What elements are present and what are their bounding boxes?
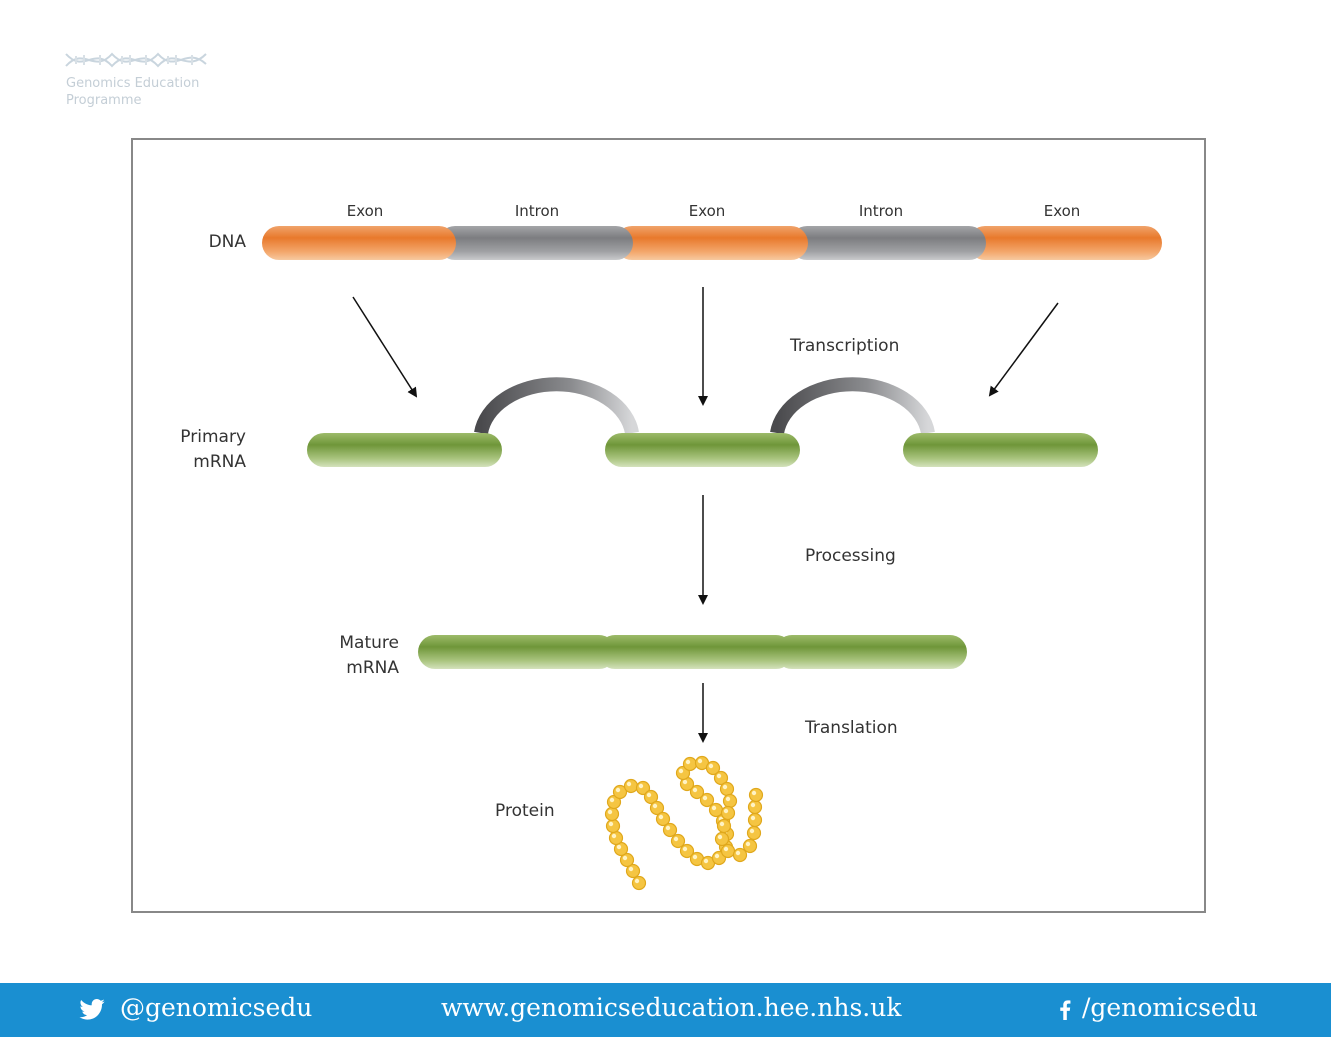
intron-loop-2 xyxy=(770,377,935,435)
protein-bead-highlight xyxy=(682,846,688,852)
twitter-bird-icon[interactable] xyxy=(79,999,105,1020)
protein-bead xyxy=(605,818,621,834)
primary-mrna-label-line1: Primary xyxy=(180,427,246,447)
processing-label: Processing xyxy=(805,546,896,566)
protein-bead xyxy=(747,812,763,828)
protein-bead xyxy=(722,793,738,809)
protein-bead-highlight xyxy=(697,758,703,764)
facebook-handle-link[interactable]: /genomicsedu xyxy=(1082,993,1258,1022)
protein-bead-highlight xyxy=(638,783,644,789)
protein-bead-highlight xyxy=(717,834,723,840)
protein-bead-highlight xyxy=(685,759,691,765)
genomics-logo-icon xyxy=(65,52,207,68)
protein-bead-highlight xyxy=(708,763,714,769)
logo-title: Genomics Education xyxy=(66,76,200,91)
protein-bead-highlight xyxy=(608,821,614,827)
protein-label: Protein xyxy=(495,801,555,821)
gene-expression-diagram xyxy=(131,138,1206,913)
protein-bead-highlight xyxy=(678,768,684,774)
protein-bead-highlight xyxy=(607,809,613,815)
protein-bead-highlight xyxy=(716,773,722,779)
protein-bead-highlight xyxy=(750,815,756,821)
protein-bead xyxy=(662,822,678,838)
transcription-label: Transcription xyxy=(790,336,900,356)
protein-bead xyxy=(720,843,736,859)
footer-bar: @genomicsedu www.genomicseducation.hee.n… xyxy=(0,983,1331,1037)
mature-mrna xyxy=(418,635,967,669)
protein-bead xyxy=(608,830,624,846)
protein-bead-highlight xyxy=(616,844,622,850)
protein-bead-highlight xyxy=(735,850,741,856)
segment-label-intron-2: Intron xyxy=(858,202,904,220)
protein-bead-highlight xyxy=(702,795,708,801)
protein-bead-highlight xyxy=(725,796,731,802)
website-link[interactable]: www.genomicseducation.hee.nhs.uk xyxy=(441,993,902,1022)
arrow-left xyxy=(352,296,418,398)
protein-bead-highlight xyxy=(609,797,615,803)
protein-bead-highlight xyxy=(615,787,621,793)
protein-bead-highlight xyxy=(723,846,729,852)
protein-bead xyxy=(742,838,758,854)
segment-label-exon-1: Exon xyxy=(346,202,384,220)
protein-bead-highlight xyxy=(665,825,671,831)
protein-bead-highlight xyxy=(692,854,698,860)
protein-bead xyxy=(716,818,732,834)
protein-bead-highlight xyxy=(652,803,658,809)
protein-bead-highlight xyxy=(611,833,617,839)
protein-bead-highlight xyxy=(628,866,634,872)
logo-subtitle: Programme xyxy=(66,93,142,108)
dna-label: DNA xyxy=(208,232,246,252)
protein-bead-highlight xyxy=(711,805,717,811)
protein-bead-highlight xyxy=(719,821,725,827)
segment-label-exon-2: Exon xyxy=(688,202,726,220)
protein-bead-highlight xyxy=(634,878,640,884)
protein-bead xyxy=(720,805,736,821)
protein-bead xyxy=(714,831,730,847)
segment-label-exon-3: Exon xyxy=(1043,202,1081,220)
protein-bead-highlight xyxy=(682,779,688,785)
dna-exon-2 xyxy=(615,226,808,260)
diagram-artwork xyxy=(262,226,1162,891)
protein-bead-highlight xyxy=(646,792,652,798)
protein-bead xyxy=(719,781,735,797)
protein-bead-highlight xyxy=(751,790,757,796)
dna-exon-3 xyxy=(968,226,1162,260)
dna-intron-2 xyxy=(790,226,986,260)
protein-bead-highlight xyxy=(658,814,664,820)
protein-bead xyxy=(623,778,639,794)
primary-mrna-exon-3 xyxy=(903,433,1098,467)
twitter-handle-link[interactable]: @genomicsedu xyxy=(120,993,313,1022)
segment-label-intron-1: Intron xyxy=(514,202,560,220)
protein-bead-highlight xyxy=(714,853,720,859)
primary-mrna-exon-1 xyxy=(307,433,502,467)
mature-mrna-label-line2: mRNA xyxy=(346,658,399,678)
protein-chain xyxy=(604,755,764,891)
arrow-right xyxy=(988,302,1059,397)
intron-loop-1 xyxy=(474,377,639,435)
protein-bead-highlight xyxy=(749,828,755,834)
primary-mrna-exon-2 xyxy=(605,433,800,467)
protein-bead-highlight xyxy=(703,858,709,864)
primary-mrna-label-line2: mRNA xyxy=(193,452,246,472)
protein-bead-highlight xyxy=(750,802,756,808)
protein-bead xyxy=(631,875,647,891)
protein-bead-highlight xyxy=(722,784,728,790)
protein-bead-highlight xyxy=(626,781,632,787)
protein-bead xyxy=(747,799,763,815)
dna-exon-1 xyxy=(262,226,456,260)
protein-bead-highlight xyxy=(723,808,729,814)
protein-bead-highlight xyxy=(745,841,751,847)
protein-bead xyxy=(748,787,764,803)
protein-bead-highlight xyxy=(673,836,679,842)
protein-bead xyxy=(604,806,620,822)
protein-bead xyxy=(746,825,762,841)
mature-mrna-label-line1: Mature xyxy=(339,633,399,653)
dna-strand xyxy=(262,226,1162,260)
translation-label: Translation xyxy=(805,718,898,738)
protein-bead xyxy=(682,756,698,772)
dna-intron-1 xyxy=(438,226,633,260)
protein-bead-highlight xyxy=(692,787,698,793)
facebook-f-icon[interactable] xyxy=(1059,1000,1071,1020)
protein-bead-highlight xyxy=(622,855,628,861)
